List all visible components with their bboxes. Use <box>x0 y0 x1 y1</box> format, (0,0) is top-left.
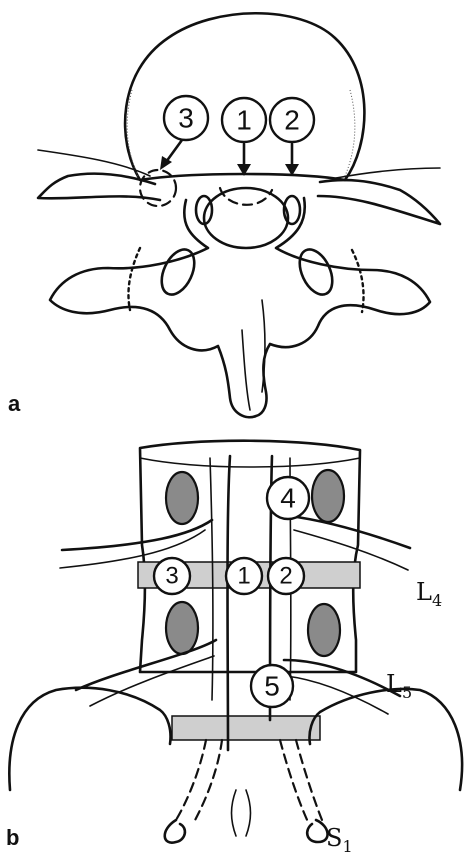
marker-a-1: 1 <box>222 98 266 142</box>
lamina-right <box>293 244 339 299</box>
svg-text:2: 2 <box>279 563 292 590</box>
arrow-3 <box>160 140 182 170</box>
pelvis-right <box>309 689 462 790</box>
svg-text:3: 3 <box>178 103 194 134</box>
arrow-2 <box>285 144 299 176</box>
marker-b-4: 4 <box>267 477 309 519</box>
pedicle-upper-left <box>166 472 198 524</box>
svg-text:4: 4 <box>280 483 296 514</box>
spine-posterior-view: 4 3 1 2 5 L4 L5 S1 <box>9 441 462 856</box>
disc-l5-s1 <box>172 716 320 740</box>
marker-a-2: 2 <box>270 98 314 142</box>
arrow-1 <box>237 144 251 176</box>
root-label-l4: L4 <box>416 578 442 610</box>
neural-arch <box>50 198 430 417</box>
pedicle-lower-left <box>166 602 198 654</box>
vertebra-axial-view: 3 1 2 <box>38 13 440 417</box>
svg-text:2: 2 <box>284 105 300 136</box>
pelvis-left <box>9 688 170 790</box>
nerve-root-l4-right <box>290 516 410 548</box>
nerve-root-l4-left <box>62 520 212 550</box>
svg-text:1: 1 <box>237 563 250 590</box>
spinal-canal <box>204 188 288 248</box>
pedicle-upper-right <box>312 470 344 522</box>
panel-label-a: a <box>8 391 21 416</box>
transverse-process-right <box>318 180 440 224</box>
svg-text:1: 1 <box>236 105 252 136</box>
root-label-l5: L5 <box>386 670 412 702</box>
svg-text:3: 3 <box>165 563 178 590</box>
facet-left <box>128 248 140 310</box>
marker-b-2: 2 <box>268 558 304 594</box>
marker-b-5: 5 <box>251 665 293 707</box>
marker-b-3: 3 <box>154 558 190 594</box>
marker-b-1: 1 <box>226 558 262 594</box>
lamina-left <box>155 244 201 299</box>
thecal-sac <box>228 456 231 750</box>
nerve-root-l5-left <box>76 640 216 690</box>
panel-label-b: b <box>6 825 19 850</box>
nerve-root-s1-right <box>280 740 308 822</box>
svg-text:5: 5 <box>264 671 280 702</box>
marker-a-3: 3 <box>164 96 208 140</box>
nerve-root-s1-left <box>176 740 206 820</box>
pedicle-lower-right <box>308 604 340 656</box>
facet-right <box>352 250 364 312</box>
root-label-s1: S1 <box>326 824 353 856</box>
